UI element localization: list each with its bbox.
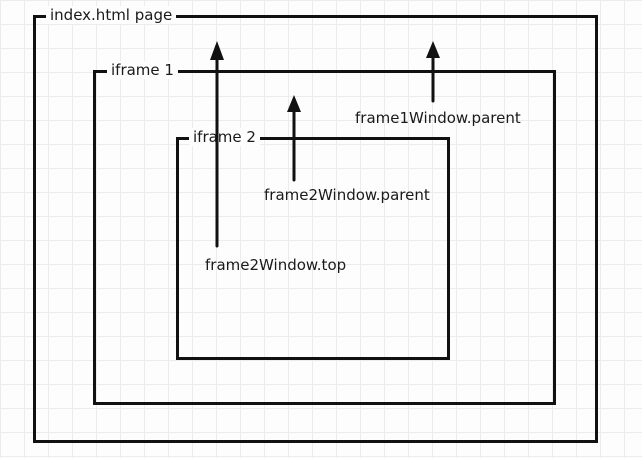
iframe2-label: iframe 2 [189, 128, 260, 146]
frame2-parent-label: frame2Window.parent [264, 186, 430, 204]
iframe2-box [176, 137, 450, 360]
index-page-box [33, 15, 598, 443]
iframe1-label: iframe 1 [107, 61, 178, 79]
frame2-top-label: frame2Window.top [205, 256, 347, 274]
iframe1-box [93, 70, 556, 405]
index-page-label: index.html page [46, 6, 177, 24]
frame1-parent-label: frame1Window.parent [355, 109, 521, 127]
